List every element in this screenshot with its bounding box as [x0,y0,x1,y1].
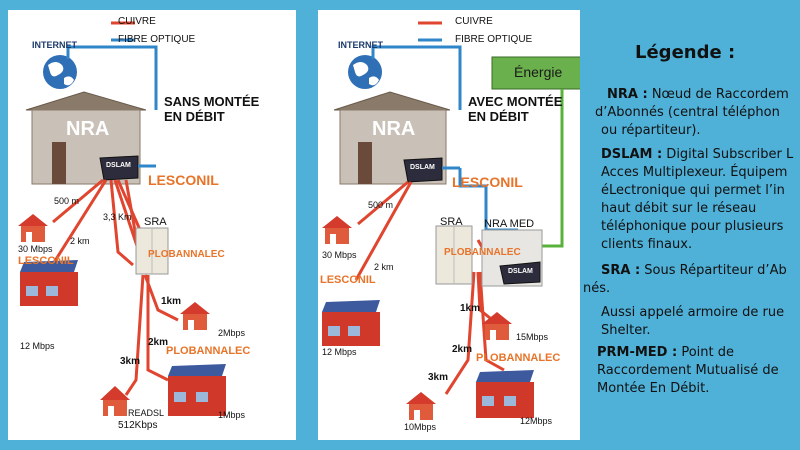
def-dslam-2: Acces Multiplexeur. Équipem [601,165,788,180]
factory-icon [476,370,534,418]
def-dslam-3: éLectronique qui permet l’in [601,183,785,198]
factory-icon [322,300,380,346]
def-sra-3: Aussi appelé armoire de rue [601,305,785,320]
readsl-label: READSL [128,408,165,418]
speed-2mbps: 2Mbps [218,328,246,338]
legend-panel: Légende : NRA : Nœud de Raccordem d’Abon… [583,0,800,440]
distance-1km: 1km [460,303,481,314]
nra-label: NRA [372,118,416,140]
speed-12mbps: 12 Mbps [20,341,55,351]
speed-12mbps: 12 Mbps [322,347,357,357]
sra-cabinet [135,227,169,275]
house-icon [100,386,130,416]
internet-label: INTERNET [338,40,383,50]
title-line1: SANS MONTÉE [164,94,260,109]
fiber-legend-label: FIBRE OPTIQUE [118,34,196,45]
left-diagram-graphics [18,21,226,416]
town-plobannalec: PLOBANNALEC [166,345,251,357]
sra-label: SRA [440,216,463,228]
distance-500m: 500 m [368,200,394,210]
nra-location-label: LESCONIL [452,174,523,190]
def-prm-1: Point de [677,345,734,360]
term-prm-med: PRM-MED : [597,345,678,360]
speed-512kbps: 512Kbps [118,420,158,431]
speed-30mbps: 30 Mbps [18,244,53,254]
copper-legend-label: CUIVRE [455,16,493,27]
town-lesconil: LESCONIL [18,255,74,267]
speed-1mbps: 1Mbps [218,410,246,420]
term-dslam: DSLAM : [601,147,663,162]
house-icon [482,312,512,340]
nra-label: NRA [66,118,110,140]
def-sra-2: nés. [583,281,611,296]
legend-title: Légende : [635,42,736,63]
def-prm-3: Montée En Débit. [597,381,710,396]
house-icon [406,392,436,420]
distance-3km: 3km [428,372,449,383]
fiber-line [66,45,158,110]
sra-location-label: PLOBANNALEC [444,247,521,258]
distance-2km-b: 2km [148,337,169,348]
house-icon [180,302,210,330]
def-nra-3: ou répartiteur). [601,123,701,138]
copper-legend-label: CUIVRE [118,16,156,27]
dslam-box [99,155,139,181]
right-diagram-graphics [322,21,580,420]
sra-label: SRA [144,216,167,228]
energy-label: Énergie [514,64,563,80]
panel-without-upgrade: CUIVRE FIBRE OPTIQUE INTERNET NRA DSLAM … [8,10,296,440]
title-line1: AVEC MONTÉE [468,94,563,109]
term-nra: NRA : [607,87,648,102]
sra-location-label: PLOBANNALEC [148,249,225,260]
title-line2: EN DÉBIT [468,109,529,124]
def-dslam-4: haut débit sur le réseau [601,201,757,216]
speed-30mbps: 30 Mbps [322,250,357,260]
title-line2: EN DÉBIT [164,109,225,124]
energy-line [540,89,564,248]
distance-3km: 3km [120,356,141,367]
distance-2km: 2 km [70,236,90,246]
def-prm-2: Raccordement Mutualisé de [597,363,779,378]
town-lesconil: LESCONIL [320,274,376,286]
distance-2km-b: 2km [452,344,473,355]
nra-med-cabinet [481,229,543,287]
nra-location-label: LESCONIL [148,172,219,188]
speed-10mbps: 10Mbps [404,422,437,432]
energy-box [491,56,580,90]
panel-with-upgrade: CUIVRE FIBRE OPTIQUE INTERNET Énergie NR… [318,10,580,440]
def-sra-4: Shelter. [601,323,651,338]
def-nra-1: Nœud de Raccordem [647,87,789,102]
def-sra-1: Sous Répartiteur d’Ab [640,263,787,278]
def-dslam-6: clients finaux. [601,237,693,252]
factory-icon [20,260,78,306]
dslam-med-label: DSLAM [508,268,533,275]
dslam-box [403,157,443,183]
term-sra: SRA : [601,263,641,278]
dslam-label: DSLAM [410,164,435,171]
house-icon [18,214,48,242]
def-dslam-5: téléphonique pour plusieurs [601,219,784,234]
internet-label: INTERNET [32,40,77,50]
sra-cabinet [435,225,473,285]
distance-1km: 1km [161,296,182,307]
town-plobannalec: PLOBANNALEC [476,352,561,364]
def-dslam-1: Digital Subscriber L [662,147,794,162]
def-nra-2: d’Abonnés (central téléphon [595,105,780,120]
factory-icon [168,364,226,416]
speed-15mbps: 15Mbps [516,332,549,342]
distance-500m: 500 m [54,196,80,206]
dslam-label: DSLAM [106,162,131,169]
distance-3-3km: 3,3 Km [103,212,132,222]
globe-icon [43,55,77,89]
house-icon [322,216,352,244]
speed-12mbps-b: 12Mbps [520,416,553,426]
globe-icon [348,55,382,89]
nra-med-label: NRA MED [484,218,535,230]
fiber-legend-label: FIBRE OPTIQUE [455,34,533,45]
distance-2km: 2 km [374,262,394,272]
